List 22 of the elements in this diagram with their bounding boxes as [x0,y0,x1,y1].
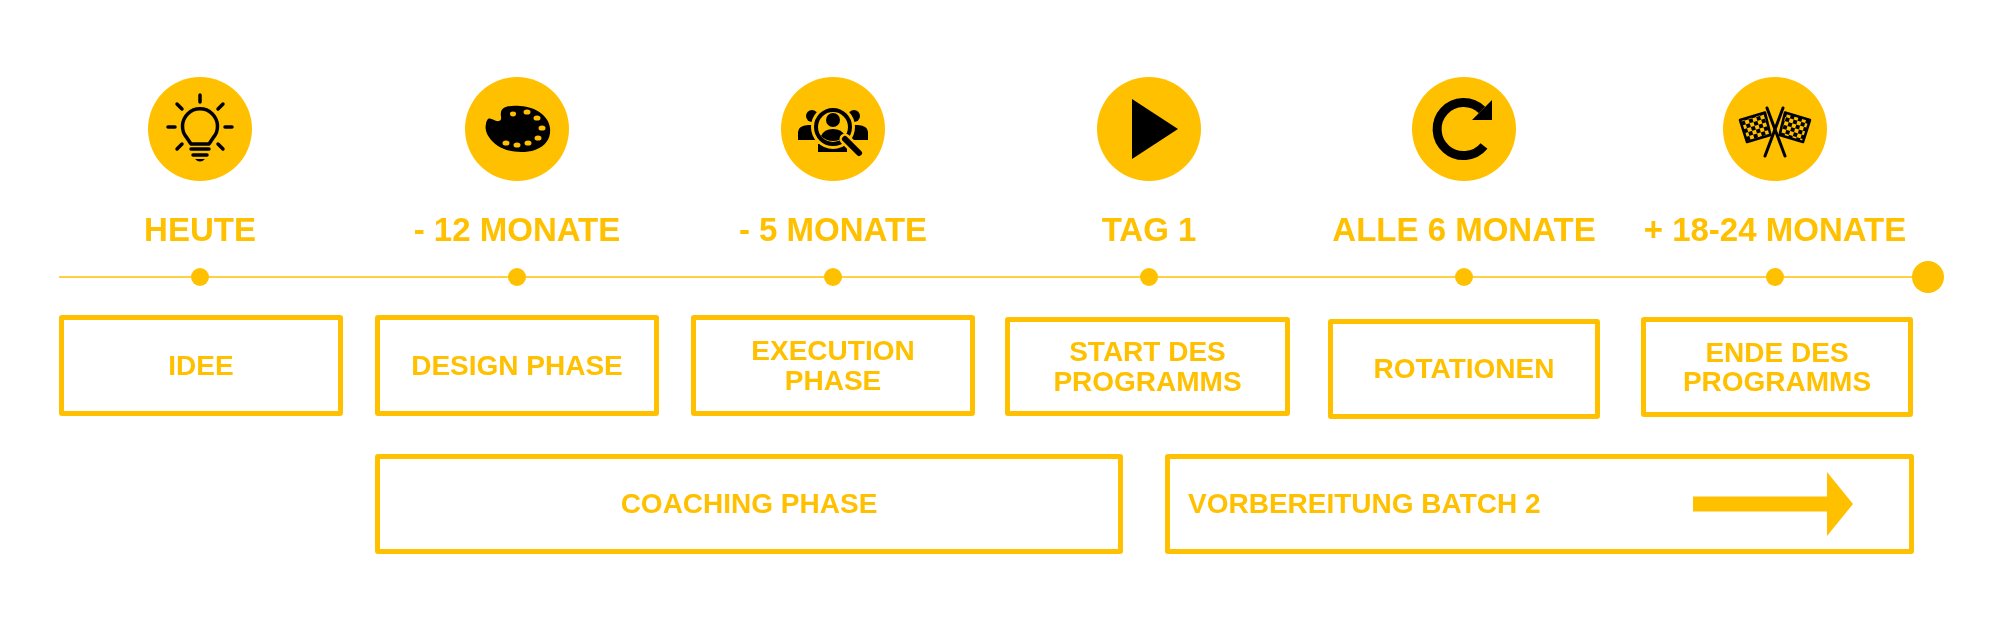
phase-box [1005,317,1290,416]
date-label: - 12 MONATE [413,213,621,246]
phase-box [1641,317,1913,417]
phase-label: EXECUTION PHASE [750,336,916,395]
phase-box [691,315,975,416]
date-label: HEUTE [144,213,256,246]
phase-box [375,315,659,416]
date-label: TAG 1 [1101,213,1197,246]
phase-label: DESIGN PHASE [411,350,623,381]
phase-label: ENDE DES PROGRAMMS [1681,337,1873,397]
phase-box [1328,319,1600,419]
date-label: + 18-24 MONATE [1643,213,1907,246]
phase-box [375,454,1123,554]
phase-label: VORBEREITUNG BATCH 2 [1188,489,1541,519]
phase-box [1165,454,1914,554]
phase-label: COACHING PHASE [620,489,878,519]
date-label: - 5 MONATE [738,213,928,246]
phase-label: START DES PROGRAMMS [1052,337,1243,396]
phase-label: IDEE [168,350,234,381]
phase-label: ROTATIONEN [1373,354,1555,384]
phase-box [59,315,343,416]
date-label: ALLE 6 MONATE [1332,213,1596,246]
